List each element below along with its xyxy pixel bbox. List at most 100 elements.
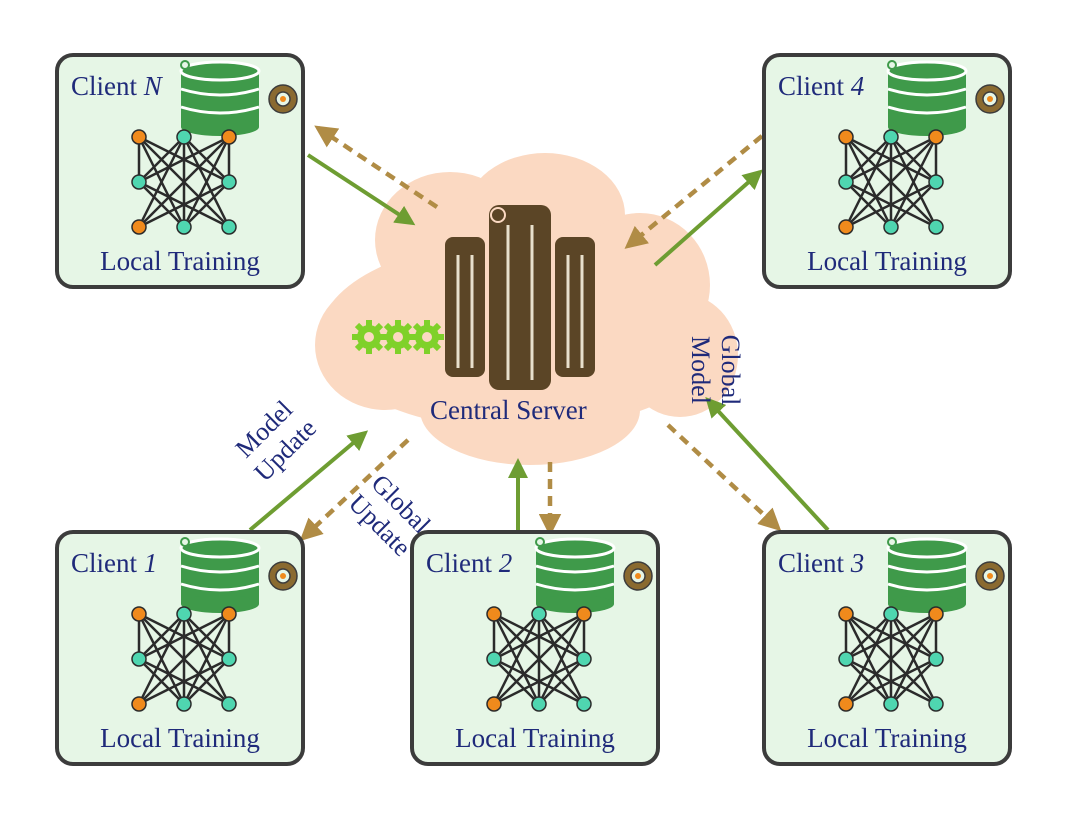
network-node: [221, 219, 237, 235]
server-icon: [445, 205, 595, 390]
gears-icon: [352, 320, 444, 354]
client-index: 3: [850, 548, 865, 578]
network-node: [176, 219, 192, 235]
client-index: 4: [850, 71, 865, 101]
database-icon: [179, 60, 261, 136]
client-name: Client: [778, 71, 851, 101]
download-arrow-client-3: [666, 423, 782, 532]
network-node: [838, 651, 854, 667]
settings-badge-icon: [268, 84, 298, 114]
global-model-line-2: Model: [686, 336, 715, 404]
network-node: [221, 696, 237, 712]
download-arrow-client-1: [299, 438, 410, 542]
network-node: [928, 651, 944, 667]
neural-network-icon: [486, 606, 592, 712]
network-node: [928, 219, 944, 235]
database-icon: [886, 60, 968, 136]
network-node: [131, 129, 147, 145]
client-artwork: [486, 537, 653, 712]
network-node: [131, 174, 147, 190]
network-node: [131, 219, 147, 235]
client-caption: Local Training: [807, 723, 967, 753]
client-artwork: [131, 60, 298, 235]
network-node: [221, 651, 237, 667]
network-node: [883, 696, 899, 712]
database-icon: [534, 537, 616, 613]
client-title: Client 3: [778, 548, 864, 579]
network-node: [838, 696, 854, 712]
network-node: [576, 651, 592, 667]
settings-badge-icon: [975, 561, 1005, 591]
neural-network-icon: [838, 129, 944, 235]
server-label: Central Server: [430, 395, 587, 425]
global-model-label: Global Model: [620, 300, 745, 406]
client-name: Client: [426, 548, 499, 578]
client-artwork: [838, 60, 1005, 235]
network-node: [576, 606, 592, 622]
global-update-arrows: [299, 125, 782, 542]
network-node: [131, 696, 147, 712]
client-index: 2: [498, 548, 513, 578]
network-node: [576, 696, 592, 712]
database-icon: [886, 537, 968, 613]
client-artwork: [131, 537, 298, 712]
network-node: [928, 606, 944, 622]
global-model-line-1: Global: [716, 334, 745, 406]
download-arrow-client-n: [314, 125, 439, 209]
upload-arrow-client-4: [653, 169, 763, 267]
client-name: Client: [71, 548, 144, 578]
client-artwork: [838, 537, 1005, 712]
network-node: [131, 651, 147, 667]
network-node: [531, 696, 547, 712]
network-node: [221, 606, 237, 622]
network-node: [486, 606, 502, 622]
client-index: 1: [143, 548, 158, 578]
settings-badge-icon: [975, 84, 1005, 114]
neural-network-icon: [131, 606, 237, 712]
network-node: [838, 606, 854, 622]
network-node: [883, 606, 899, 622]
network-node: [928, 696, 944, 712]
network-node: [486, 696, 502, 712]
network-node: [176, 606, 192, 622]
network-node: [221, 174, 237, 190]
upload-arrow-client-3: [705, 397, 830, 532]
network-node: [838, 174, 854, 190]
client-caption: Local Training: [100, 723, 260, 753]
neural-network-icon: [131, 129, 237, 235]
model-update-arrows: [248, 153, 830, 532]
download-arrow-client-4: [624, 134, 764, 249]
client-title: Client 4: [778, 71, 864, 102]
client-title: Client 2: [426, 548, 512, 579]
client-name: Client: [71, 71, 144, 101]
network-node: [176, 696, 192, 712]
upload-arrow-client-1: [248, 430, 369, 532]
network-node: [176, 129, 192, 145]
client-name: Client: [778, 548, 851, 578]
client-caption: Local Training: [455, 723, 615, 753]
network-node: [486, 651, 502, 667]
network-node: [883, 129, 899, 145]
client-caption: Local Training: [100, 246, 260, 276]
settings-badge-icon: [268, 561, 298, 591]
network-node: [838, 219, 854, 235]
network-node: [928, 129, 944, 145]
client-caption: Local Training: [807, 246, 967, 276]
client-index: N: [143, 71, 162, 101]
settings-badge-icon: [623, 561, 653, 591]
client-panel-n: Client N Local Training: [55, 53, 305, 289]
network-node: [838, 129, 854, 145]
network-node: [883, 219, 899, 235]
client-title: Client 1: [71, 548, 157, 579]
upload-arrow-client-n: [306, 153, 416, 226]
network-node: [928, 174, 944, 190]
client-title: Client N: [71, 71, 162, 102]
network-node: [531, 606, 547, 622]
network-node: [221, 129, 237, 145]
network-node: [131, 606, 147, 622]
